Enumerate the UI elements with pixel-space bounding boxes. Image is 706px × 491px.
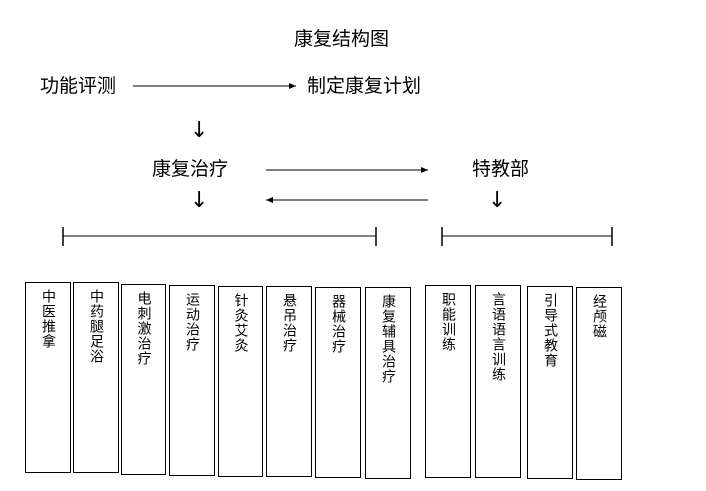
node-plan: 制定康复计划 bbox=[307, 75, 422, 97]
special-box: 经颅磁 bbox=[576, 287, 622, 480]
therapy-box: 悬吊治疗 bbox=[266, 286, 312, 477]
therapy-box: 器械治疗 bbox=[315, 287, 361, 478]
arrow-down-special-to-items: ↓ bbox=[488, 188, 507, 213]
therapy-box: 针灸艾灸 bbox=[218, 286, 263, 477]
node-therapy: 康复治疗 bbox=[152, 158, 229, 180]
therapy-box: 中医推拿 bbox=[25, 282, 71, 473]
special-box: 引导式教育 bbox=[527, 286, 573, 479]
bracket-therapy bbox=[62, 227, 377, 246]
special-box: 言语语言训练 bbox=[475, 285, 521, 478]
diagram-title: 康复结构图 bbox=[294, 28, 390, 50]
node-assessment: 功能评测 bbox=[40, 75, 117, 97]
therapy-box: 康复辅具治疗 bbox=[365, 287, 411, 479]
therapy-box: 电刺激治疗 bbox=[121, 284, 166, 475]
node-special-dept: 特教部 bbox=[472, 158, 530, 180]
arrow-down-therapy-to-items: ↓ bbox=[190, 188, 209, 213]
bracket-special bbox=[441, 227, 613, 246]
arrow-down-plan-to-therapy: ↓ bbox=[190, 118, 209, 143]
therapy-box: 中药腿足浴 bbox=[73, 282, 119, 473]
therapy-box: 运动治疗 bbox=[169, 285, 215, 476]
special-box: 职能训练 bbox=[425, 285, 471, 478]
